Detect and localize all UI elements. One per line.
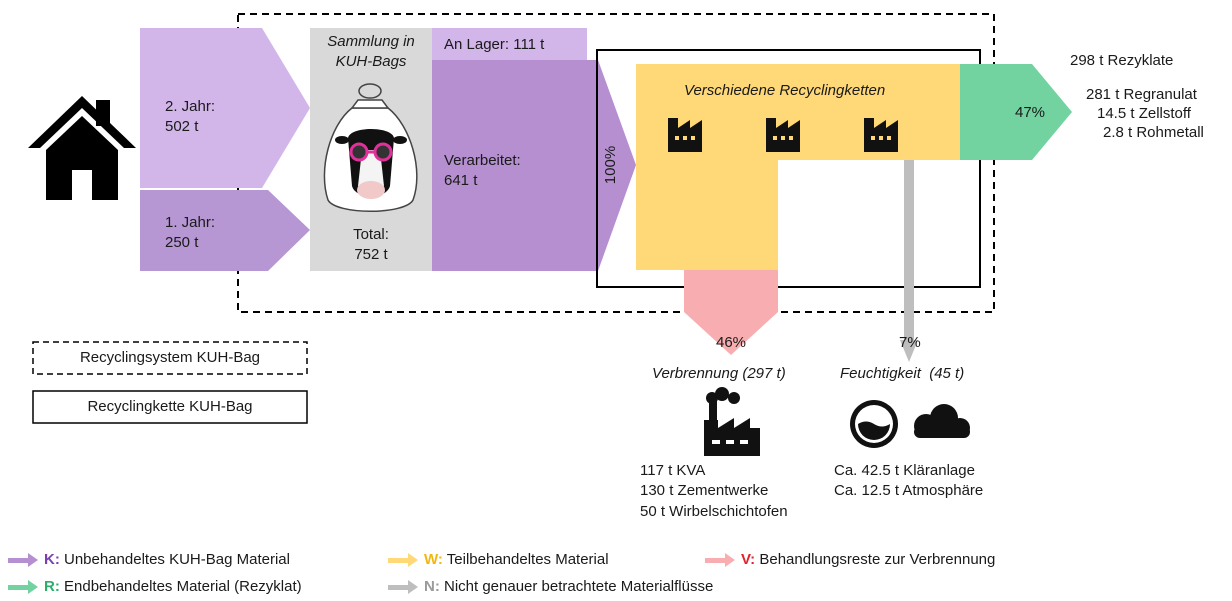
storage-bar — [432, 28, 587, 60]
moisture-percent: 7% — [899, 334, 921, 351]
legend-text-k: Unbehandeltes KUH-Bag Material — [64, 551, 290, 568]
year1-value: 250 t — [165, 234, 199, 251]
house-icon — [28, 96, 136, 200]
year2-value: 502 t — [165, 118, 199, 135]
collection-title-line1: Sammlung in — [327, 33, 415, 50]
recyclate-percent: 47% — [1015, 104, 1046, 121]
flow-year2 — [140, 28, 310, 188]
factory-icon — [864, 118, 898, 152]
legend-arrow-r — [8, 580, 38, 594]
cloud-icon — [914, 404, 970, 438]
year2-label: 2. Jahr: — [165, 98, 216, 115]
processed-value: 641 t — [444, 172, 478, 189]
legend-text-r: Endbehandeltes Material (Rezyklat) — [64, 578, 302, 595]
total-value: 752 t — [354, 246, 388, 263]
legend-system-box — [32, 341, 308, 375]
total-label: Total: — [353, 226, 389, 243]
legend-item-r: R: Endbehandeltes Material (Rezyklat) — [44, 578, 302, 596]
legend-key-v: V: — [741, 551, 756, 568]
legend-item-k: K: Unbehandeltes KUH-Bag Material — [44, 551, 290, 569]
legend-key-k: K: — [44, 551, 60, 568]
flow-processed — [432, 60, 636, 271]
cow-bag-icon — [323, 83, 418, 212]
input-percent: 100% — [602, 145, 620, 185]
incineration-title: Verbrennung (297 t) — [652, 365, 786, 382]
flow-incineration — [684, 270, 778, 355]
incineration-item: 50 t Wirbelschichtofen — [640, 503, 788, 520]
processed-label: Verarbeitet: — [444, 152, 521, 169]
legend-arrow-n — [388, 580, 418, 594]
smokestack-factory-icon — [704, 387, 760, 456]
recycling-chains-area — [636, 64, 960, 270]
moisture-title: Feuchtigkeit (45 t) — [840, 365, 965, 382]
factory-icon — [766, 118, 800, 152]
year1-label: 1. Jahr: — [165, 214, 216, 231]
flow-year1 — [140, 190, 310, 271]
legend-system-label: Recyclingsystem KUH-Bag — [79, 349, 261, 366]
legend-arrow-w — [388, 553, 418, 567]
storage-label: An Lager: 111 t — [444, 36, 545, 53]
recyclate-item: 14.5 t Zellstoff — [1097, 105, 1191, 122]
recyclate-title: 298 t Rezyklate — [1070, 52, 1174, 69]
flow-recyclate — [960, 64, 1072, 160]
recyclate-item: 281 t Regranulat — [1086, 86, 1197, 103]
recyclate-item: 2.8 t Rohmetall — [1103, 124, 1204, 141]
flow-moisture — [900, 160, 918, 362]
legend-arrow-v — [705, 553, 735, 567]
legend-key-n: N: — [424, 578, 440, 595]
legend-item-w: W: Teilbehandeltes Material — [424, 551, 609, 569]
incineration-percent: 46% — [716, 334, 747, 351]
legend-text-v: Behandlungsreste zur Verbrennung — [759, 551, 996, 568]
water-treatment-icon — [850, 400, 898, 448]
collection-title-line2: KUH-Bags — [335, 53, 407, 70]
legend-item-v: V: Behandlungsreste zur Verbrennung — [741, 551, 995, 569]
legend-item-n: N: Nicht genauer betrachtete Materialflü… — [424, 578, 713, 596]
factory-icon — [668, 118, 702, 152]
legend-text-n: Nicht genauer betrachtete Materialflüsse — [444, 578, 714, 595]
moisture-item: Ca. 42.5 t Kläranlage — [834, 462, 975, 479]
legend-arrow-k — [8, 553, 38, 567]
legend-key-w: W: — [424, 551, 443, 568]
chain-boundary — [596, 49, 981, 288]
legend-chain-box — [32, 390, 308, 424]
incineration-item: 130 t Zementwerke — [640, 482, 769, 499]
chains-title: Verschiedene Recyclingketten — [684, 82, 886, 99]
legend-text-w: Teilbehandeltes Material — [446, 551, 609, 568]
legend-key-r: R: — [44, 578, 60, 595]
incineration-item: 117 t KVA — [640, 462, 706, 479]
moisture-item: Ca. 12.5 t Atmosphäre — [834, 482, 984, 499]
legend-chain-label: Recyclingkette KUH-Bag — [87, 398, 253, 415]
